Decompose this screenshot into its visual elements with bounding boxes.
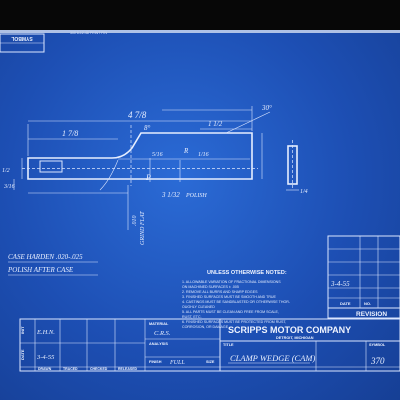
tb-material-value: C.R.S. [154, 330, 171, 337]
blueprint-sheet: SYMBOL 300 8-12-48 PRINT FIN 4 7/8 1 [0, 30, 400, 400]
general-note-6b: CORROSION, OR DAMAGE [182, 325, 229, 329]
general-note-1b: ON MACHINED SURFACES ± .005 [182, 285, 239, 289]
part-outline [22, 125, 298, 190]
general-note-4b: OUGHLY CLEANED [182, 305, 215, 309]
revision-no-label: NO. [364, 301, 371, 306]
note-grind-flat: GRIND FLAT [140, 211, 146, 245]
general-note-3: 3. FINISHED SURFACES MUST BE SMOOTH AND … [182, 295, 277, 299]
blueprint-drawing: SYMBOL 300 8-12-48 PRINT FIN 4 7/8 1 [0, 31, 400, 372]
dim-radius: R [183, 147, 189, 155]
dim-polish: 3 1/32 [161, 191, 180, 199]
sheet-top-edge [0, 30, 400, 33]
tb-title-label: TITLE [223, 343, 234, 347]
dim-thickness: 3/16 [3, 184, 15, 190]
tb-analysis-label: ANALYSIS [149, 342, 168, 346]
general-note-5b: RUST, ETC. [182, 315, 202, 319]
dimension-labels: 4 7/8 1 7/8 1 1/2 30° 8° R 5/16 1/16 1/2… [2, 104, 308, 245]
tb-side-label-date: DATE [20, 349, 25, 360]
tb-finish-label: FINISH [149, 360, 162, 364]
mark-p: P [145, 173, 151, 182]
tb-part-title: CLAMP WEDGE (CAM) [230, 353, 315, 363]
revision-date-label: DATE [340, 301, 351, 306]
general-note-4a: 4. CASTINGS MUST BE SANDBLASTED OR OTHER… [182, 300, 291, 304]
tb-city: DETROIT, MICHIGAN [276, 336, 314, 340]
general-note-2: 2. REMOVE ALL BURRS AND SHARP EDGES [182, 290, 258, 294]
general-note-1a: 1. ALLOWABLE VARIATION OF FRACTIONAL DIM… [182, 280, 281, 284]
tb-size-label: SIZE [206, 360, 215, 364]
revision-block: 3-4-55 DATE NO. REVISION [327, 235, 400, 319]
dimension-lines [13, 106, 299, 230]
tb-initials: E.H.N. [36, 329, 55, 336]
tb-label-checked: CHECKED [90, 367, 108, 371]
general-note-6a: 6. FINISHED SURFACES MUST BE PROTECTED F… [182, 320, 286, 324]
revision-date-value: 3-4-55 [330, 280, 350, 288]
tb-finish-value: FULL [169, 360, 185, 366]
dim-taper-length: 1 1/2 [208, 120, 223, 128]
symbol-stamp: SYMBOL 300 8-12-48 PRINT FIN [0, 31, 107, 53]
general-notes: UNLESS OTHERWISE NOTED: 1. ALLOWABLE VAR… [182, 270, 291, 329]
tb-symbol-label: SYMBOL [369, 343, 386, 347]
dim-grind: .010 [132, 216, 138, 227]
dim-height-2: 1/16 [198, 152, 209, 158]
title-block: INIT DATE E.H.N. 3-4-55 DRAWN TRACED CHE… [19, 318, 400, 372]
dim-height-1: 5/16 [152, 152, 163, 158]
note-polish: POLISH [185, 193, 207, 199]
note-case-harden: CASE HARDEN .020-.025 [8, 253, 83, 261]
tb-label-traced: TRACED [63, 367, 78, 371]
general-notes-title: UNLESS OTHERWISE NOTED: [207, 270, 287, 276]
heat-treat-notes: CASE HARDEN .020-.025 POLISH AFTER CASE [7, 253, 98, 276]
dim-side-width: 1/4 [300, 188, 308, 195]
tb-date: 3-4-55 [36, 354, 55, 361]
tb-label-released: RELEASED [118, 367, 138, 371]
tb-symbol-value: 370 [370, 356, 385, 366]
dim-angle-30: 30° [261, 104, 272, 112]
dim-overall: 4 7/8 [128, 110, 147, 120]
dim-left-part: 1 7/8 [62, 129, 78, 138]
general-note-5a: 5. ALL PARTS MUST BE CLEAN AND FREE FROM… [182, 310, 279, 314]
stamp-symbol-label: SYMBOL [11, 35, 32, 41]
tb-side-label-initials: INIT [20, 326, 25, 334]
tb-company: SCRIPPS MOTOR COMPANY [228, 325, 351, 335]
stamp-header-code: 300 8-12-48 PRINT FIN [70, 31, 107, 35]
note-polish-after: POLISH AFTER CASE [7, 266, 74, 274]
tb-label-drawn: DRAWN [38, 367, 52, 371]
dim-left-vertical: 1/2 [2, 168, 10, 174]
tb-material-label: MATERIAL [149, 322, 169, 326]
dim-angle-8: 8° [144, 124, 151, 132]
revision-title: REVISION [356, 311, 387, 318]
